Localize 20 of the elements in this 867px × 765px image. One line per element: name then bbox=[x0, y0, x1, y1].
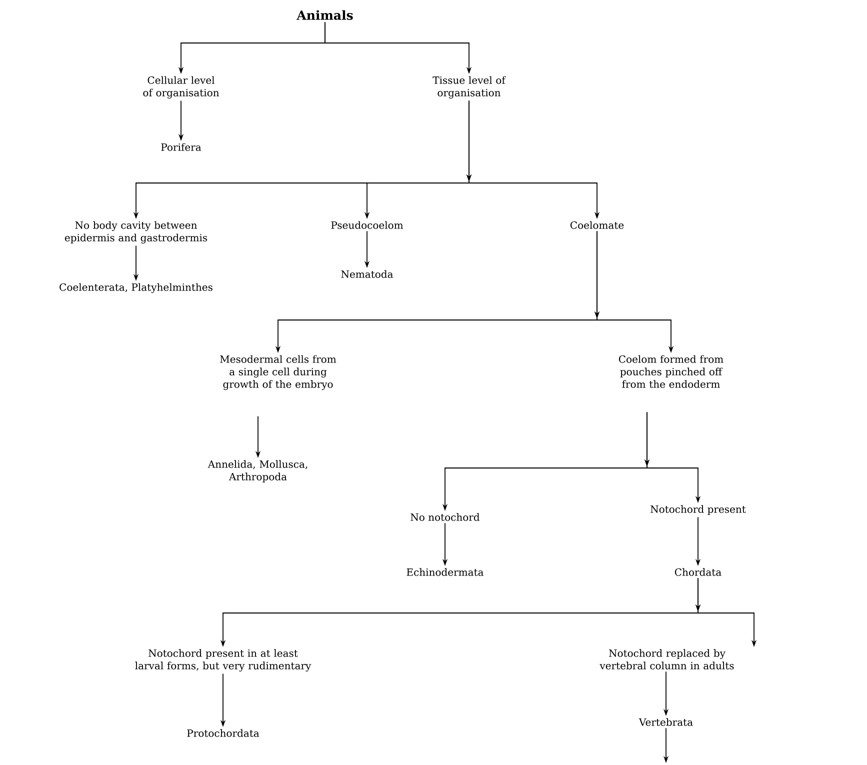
node-text: Notochord present in at least larval forms, but very rudimentary bbox=[135, 649, 312, 672]
node-text: No notochord bbox=[410, 513, 480, 521]
node-text: Coelom formed from pouches pinched off from the endoderm bbox=[618, 355, 724, 388]
node-text: Annelida, Mollusca, Arthropoda bbox=[208, 460, 308, 482]
node-text: Echinodermata bbox=[406, 568, 484, 576]
node-text: Nematoda bbox=[341, 270, 393, 278]
node-text: Porifera bbox=[161, 143, 202, 151]
node-text: Notochord present bbox=[650, 505, 746, 515]
node-text: Chordata bbox=[674, 568, 722, 576]
node-text: Notochord replaced by vertebral column in adults bbox=[600, 649, 734, 670]
node-text: Tissue level of organisation bbox=[432, 76, 506, 99]
title-text: Animals bbox=[296, 10, 353, 20]
node-text: Mesodermal cells from a single cell during growth of the embryo bbox=[220, 355, 336, 390]
node-text: No body cavity between epidermis and gastrodermis bbox=[64, 221, 208, 244]
node-text: Protochordata bbox=[187, 729, 260, 737]
node-text: Pseudocoelom bbox=[331, 221, 404, 229]
node-text: Cellular level of organisation bbox=[143, 76, 220, 99]
node-text: Coelomate bbox=[570, 221, 624, 229]
node-text: Coelenterata, Platyhelminthes bbox=[60, 283, 212, 294]
node-text: Vertebrata bbox=[638, 718, 693, 726]
